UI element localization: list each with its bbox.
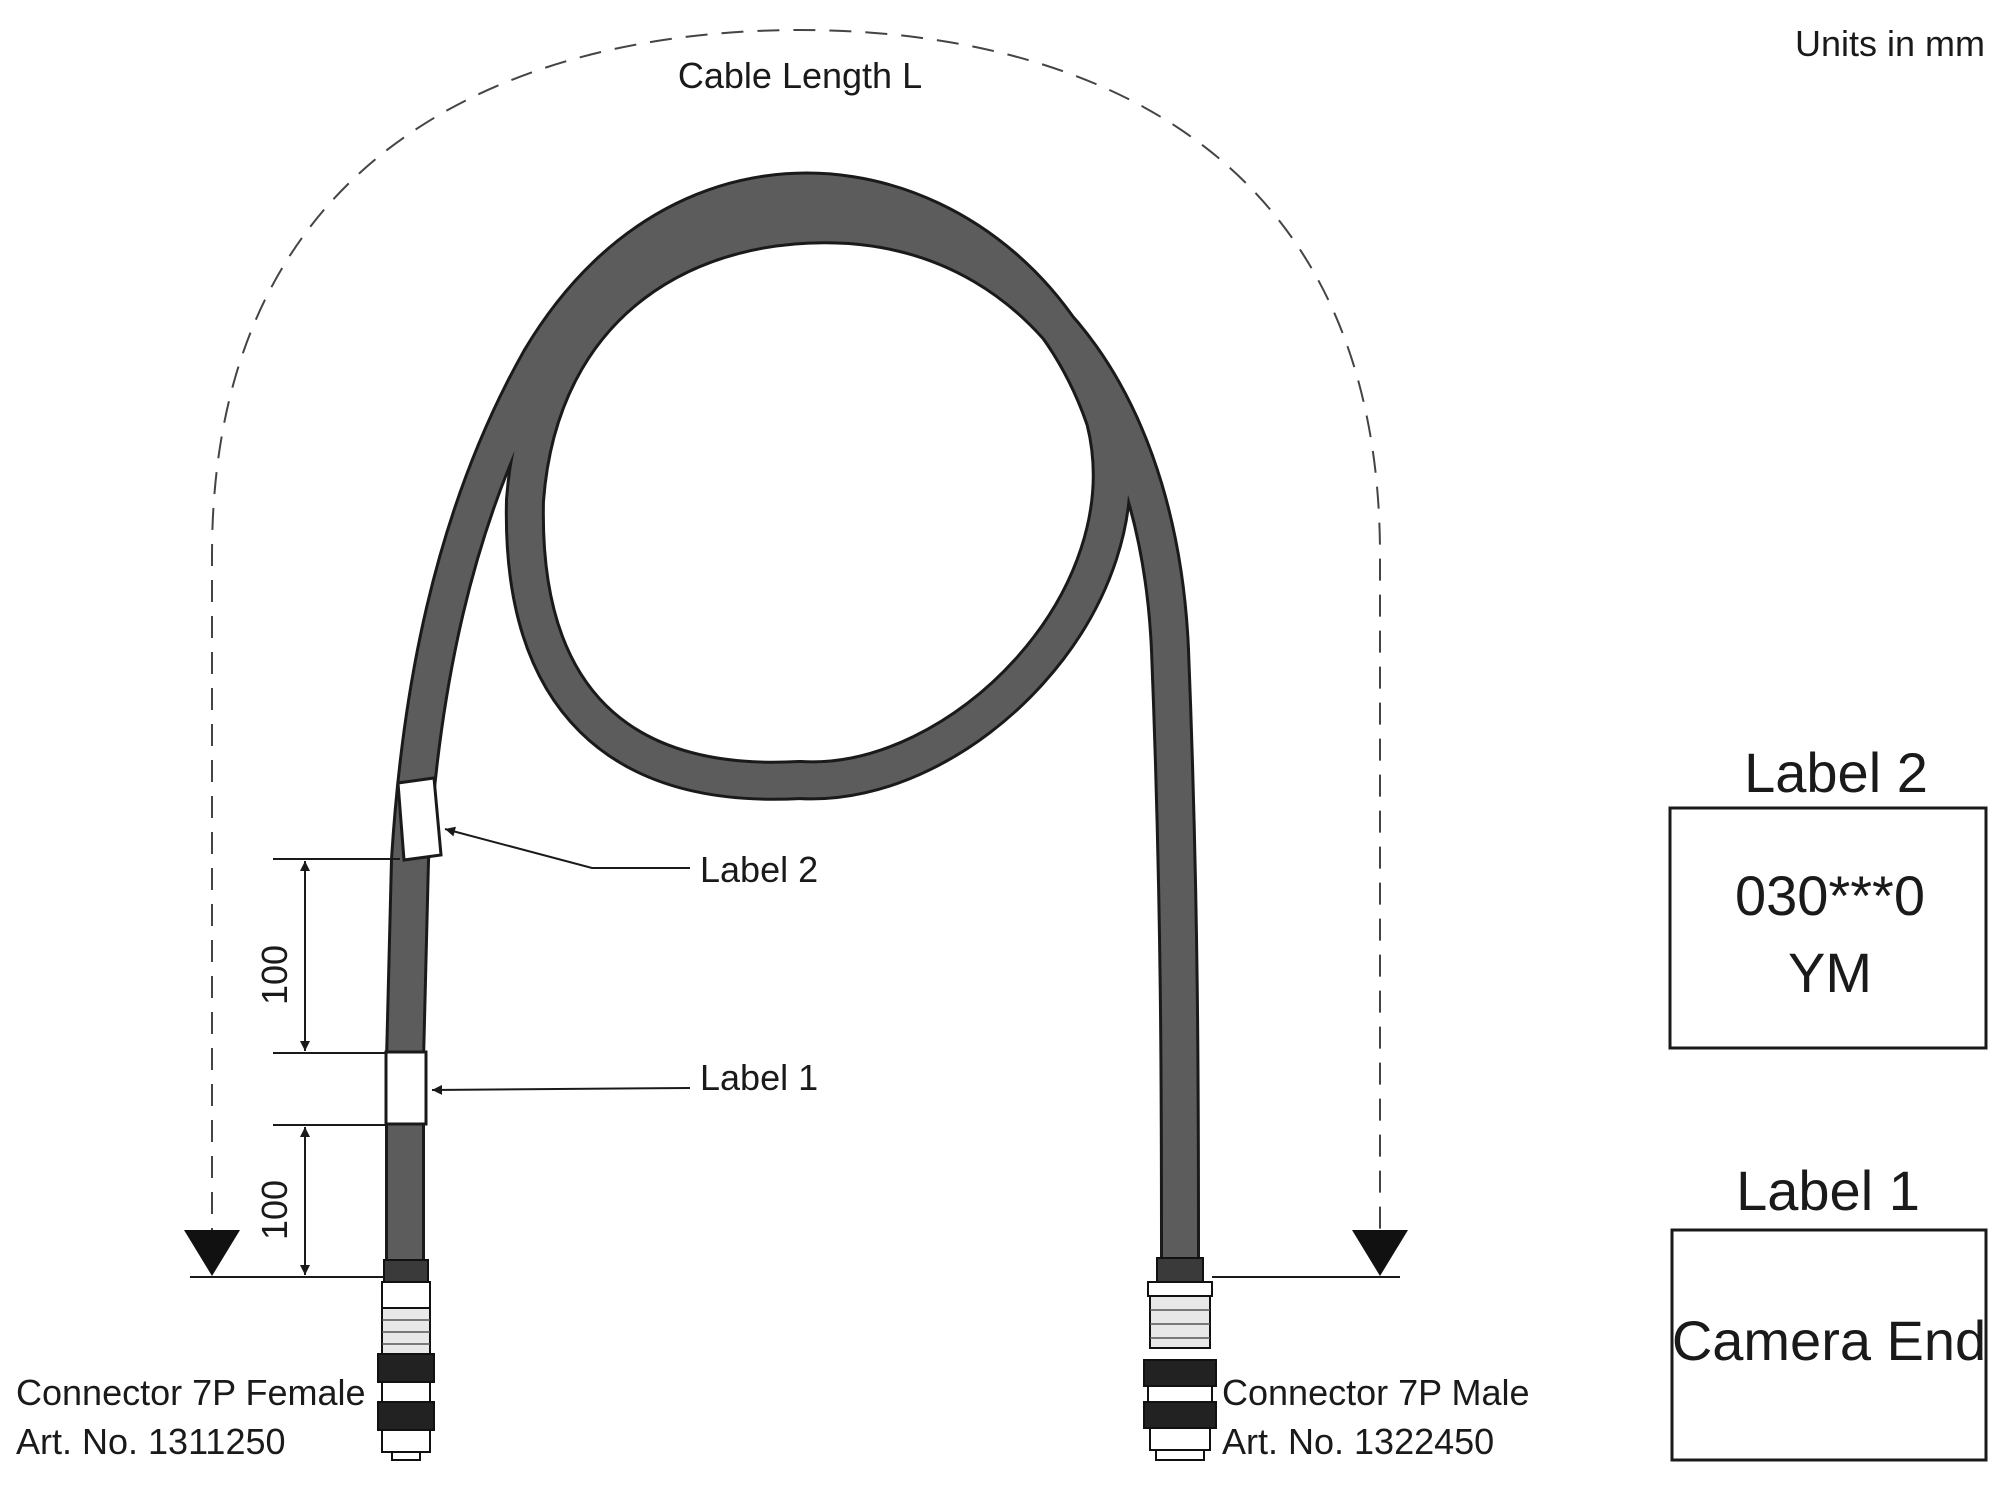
cable-length-arc bbox=[211, 28, 1381, 1250]
label-2-leader bbox=[444, 826, 690, 869]
label-1-title: Label 1 bbox=[1736, 1159, 1920, 1222]
label-1-sleeve bbox=[384, 1050, 428, 1126]
female-connector bbox=[377, 1259, 435, 1461]
label-2-code: 030***0 bbox=[1735, 864, 1925, 927]
cable-length-label: Cable Length L bbox=[678, 55, 922, 96]
left-length-arrowhead bbox=[184, 1230, 240, 1276]
label-2-callout: Label 2 bbox=[700, 849, 818, 890]
label-2-box bbox=[1668, 806, 1988, 1050]
male-connector-name: Connector 7P Male bbox=[1222, 1372, 1530, 1413]
label-1-callout: Label 1 bbox=[700, 1057, 818, 1098]
female-connector-name: Connector 7P Female bbox=[16, 1372, 366, 1413]
male-connector-art-no: Art. No. 1322450 bbox=[1222, 1421, 1494, 1462]
cable bbox=[385, 171, 1200, 1261]
label-1-text: Camera End bbox=[1672, 1309, 1986, 1372]
dim-value-lower: 100 bbox=[254, 1180, 295, 1240]
male-connector bbox=[1143, 1257, 1217, 1461]
label-2-title: Label 2 bbox=[1744, 741, 1928, 804]
label-2-sleeve bbox=[396, 776, 443, 862]
dim-value-upper: 100 bbox=[254, 945, 295, 1005]
label-1-box bbox=[1670, 1228, 1988, 1462]
female-connector-art-no: Art. No. 1311250 bbox=[16, 1421, 286, 1462]
label-2-code-suffix: YM bbox=[1788, 941, 1872, 1004]
label-1-leader bbox=[431, 1084, 691, 1095]
units-note: Units in mm bbox=[1795, 23, 1985, 64]
right-length-arrowhead bbox=[1352, 1230, 1408, 1276]
